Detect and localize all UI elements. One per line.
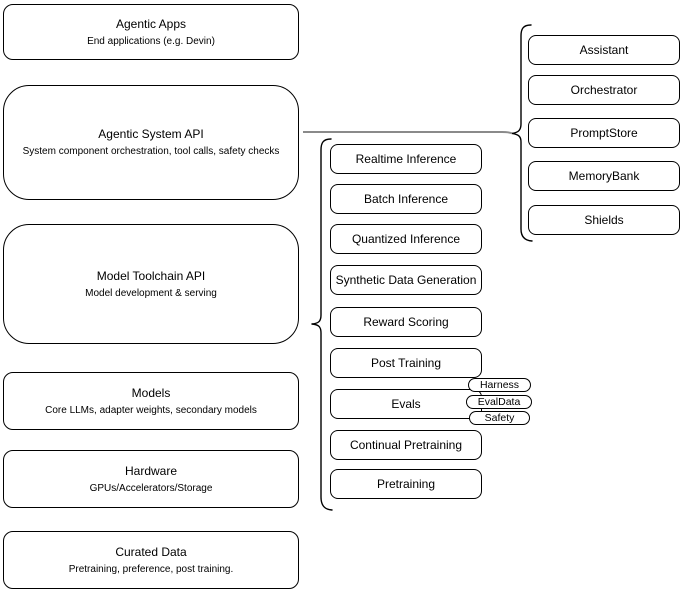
node-title: Agentic System API <box>98 127 204 141</box>
node-promptstore: PromptStore <box>528 118 680 148</box>
node-reward-scoring: Reward Scoring <box>330 307 482 337</box>
node-shields: Shields <box>528 205 680 235</box>
node-label: Batch Inference <box>363 192 449 206</box>
system-api-connector-line <box>303 131 513 135</box>
node-title: Models <box>131 385 171 400</box>
tag-label: Harness <box>479 378 520 391</box>
node-subtitle: Pretraining, preference, post training. <box>68 563 234 575</box>
node-batch-inference: Batch Inference <box>330 184 482 214</box>
node-label: Assistant <box>579 43 629 57</box>
node-subtitle: Core LLMs, adapter weights, secondary mo… <box>45 404 257 416</box>
node-label: Quantized Inference <box>351 232 461 246</box>
node-quantized-inference: Quantized Inference <box>330 224 482 254</box>
tag-safety: Safety <box>469 411 530 425</box>
node-pretraining: Pretraining <box>330 469 482 499</box>
toolchain-brace <box>311 138 333 511</box>
node-label: Synthetic Data Generation <box>335 273 477 287</box>
node-subtitle: GPUs/Accelerators/Storage <box>89 482 213 494</box>
node-hardware: Hardware GPUs/Accelerators/Storage <box>3 450 299 508</box>
node-assistant: Assistant <box>528 35 680 65</box>
node-continual-pretraining: Continual Pretraining <box>330 430 482 460</box>
node-agentic-apps: Agentic Apps End applications (e.g. Devi… <box>3 4 299 60</box>
node-memorybank: MemoryBank <box>528 161 680 191</box>
node-label: Evals <box>391 397 421 411</box>
node-model-toolchain-api: Model Toolchain API Model development & … <box>3 224 299 344</box>
node-title: Model Toolchain API <box>96 268 206 283</box>
node-evals: Evals <box>330 389 482 419</box>
node-label: Realtime Inference <box>355 152 457 166</box>
node-label: Post Training <box>370 356 442 370</box>
node-models: Models Core LLMs, adapter weights, secon… <box>3 372 299 430</box>
tag-label: EvalData <box>477 395 521 408</box>
node-subtitle: System component orchestration, tool cal… <box>22 146 280 157</box>
node-label: Orchestrator <box>570 83 638 97</box>
tag-label: Safety <box>484 411 515 424</box>
node-label: MemoryBank <box>568 169 640 183</box>
node-label: Continual Pretraining <box>349 438 463 452</box>
node-title: Curated Data <box>115 544 187 559</box>
node-label: PromptStore <box>570 126 638 140</box>
node-label: Pretraining <box>376 477 436 491</box>
node-orchestrator: Orchestrator <box>528 75 680 105</box>
node-post-training: Post Training <box>330 348 482 378</box>
node-realtime-inference: Realtime Inference <box>330 144 482 174</box>
node-title: Agentic Apps <box>115 16 187 31</box>
tag-evaldata: EvalData <box>466 395 532 409</box>
node-title: Hardware <box>124 463 178 478</box>
node-synthetic-data-generation: Synthetic Data Generation <box>330 265 482 295</box>
node-label: Reward Scoring <box>363 315 449 329</box>
node-label: Shields <box>584 213 624 227</box>
node-subtitle: Model development & serving <box>85 287 217 299</box>
node-curated-data: Curated Data Pretraining, preference, po… <box>3 531 299 589</box>
tag-harness: Harness <box>468 378 531 392</box>
node-agentic-system-api: Agentic System API System component orch… <box>3 85 299 200</box>
node-subtitle: End applications (e.g. Devin) <box>87 35 215 47</box>
